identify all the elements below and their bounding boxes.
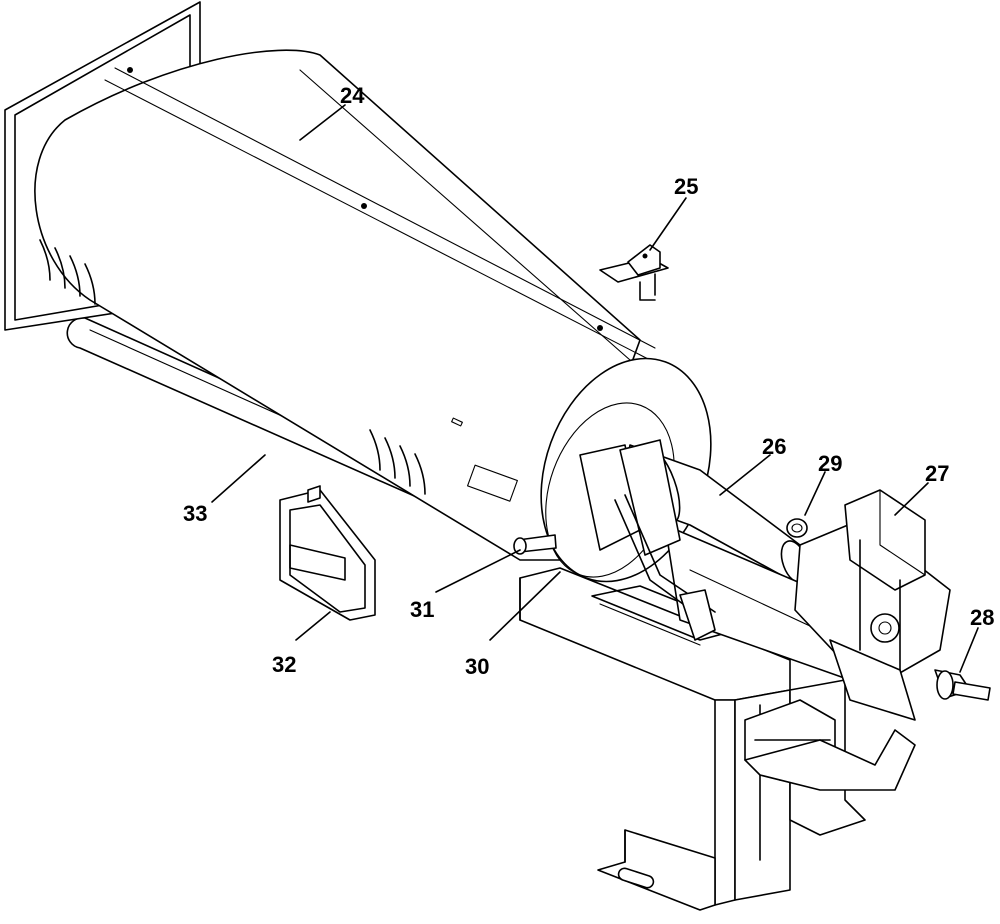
callout-30: 30 bbox=[465, 654, 489, 679]
callout-28: 28 bbox=[970, 605, 994, 630]
callout-31: 31 bbox=[410, 597, 434, 622]
fitting-28 bbox=[934, 669, 991, 701]
callout-labels: 24 25 26 27 28 29 30 31 32 33 bbox=[183, 83, 994, 679]
callout-32: 32 bbox=[272, 652, 296, 677]
gas-supply-pipe bbox=[744, 729, 916, 791]
access-door-32 bbox=[279, 485, 376, 621]
callout-26: 26 bbox=[762, 434, 786, 459]
gas-valve-27 bbox=[794, 489, 951, 721]
callout-25: 25 bbox=[674, 174, 698, 199]
callout-27: 27 bbox=[925, 461, 949, 486]
callout-29: 29 bbox=[818, 451, 842, 476]
limit-switch-25 bbox=[599, 244, 669, 301]
hex-nut-29 bbox=[786, 518, 808, 538]
electrode-31 bbox=[513, 534, 557, 555]
callout-33: 33 bbox=[183, 501, 207, 526]
callout-24: 24 bbox=[340, 83, 365, 108]
leader-lines bbox=[211, 104, 979, 673]
